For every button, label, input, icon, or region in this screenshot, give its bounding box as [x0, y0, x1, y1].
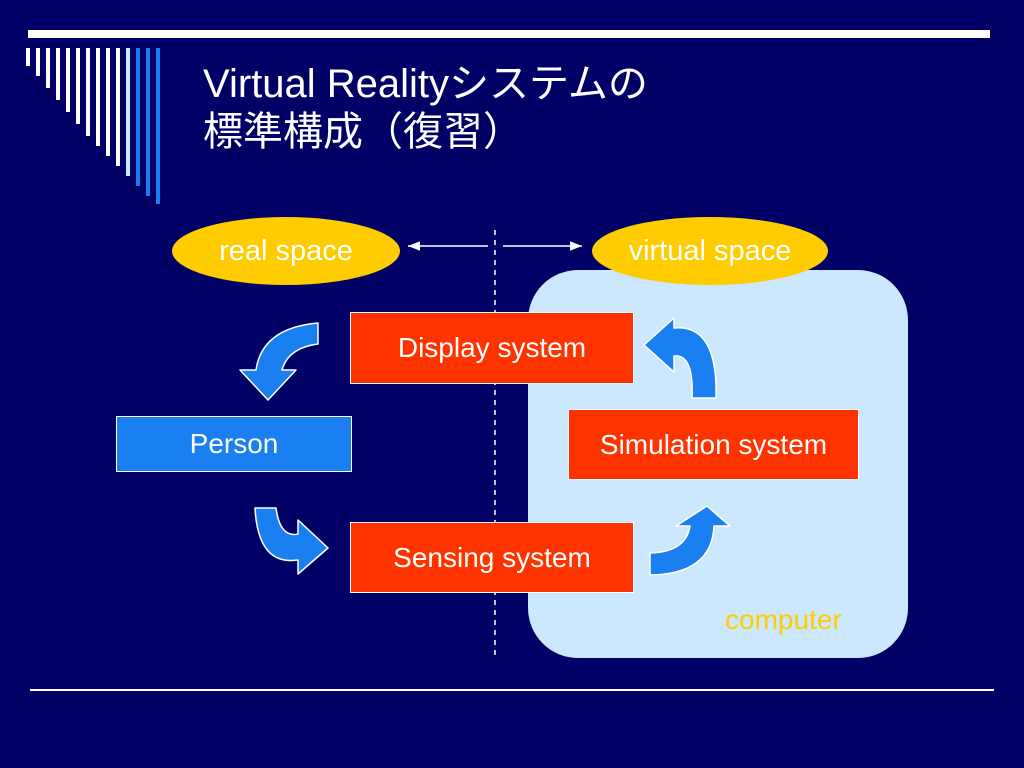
slide-title-line-2: 標準構成（復習） — [203, 110, 523, 154]
slide-title-line-1: Virtual Realityシステムの — [203, 62, 648, 106]
curved-arrow-icon — [239, 322, 319, 401]
simulation-system-label: Simulation system — [599, 428, 828, 460]
computer-label: computer — [725, 604, 842, 635]
curved-arrow-icon — [649, 505, 731, 576]
real-space-label: real space — [219, 234, 353, 267]
simulation-system-box: Simulation system — [568, 409, 859, 480]
curved-arrow-icon — [254, 507, 329, 575]
person-label: Person — [189, 428, 279, 459]
display-system-box: Display system — [350, 312, 634, 384]
sensing-system-box: Sensing system — [350, 522, 634, 593]
bottom-rule — [30, 689, 994, 691]
slide-title: Virtual Realityシステムの 標準構成（復習） — [203, 60, 648, 156]
virtual-space-ellipse: virtual space — [592, 217, 828, 285]
display-system-label: Display system — [397, 332, 587, 363]
virtual-space-label: virtual space — [628, 234, 792, 267]
real-space-ellipse: real space — [172, 217, 400, 285]
sensing-system-label: Sensing system — [393, 541, 591, 573]
top-rule — [28, 30, 990, 38]
corner-stripes-decoration — [26, 48, 166, 208]
curved-arrow-icon — [643, 317, 717, 399]
person-box: Person — [116, 416, 352, 472]
